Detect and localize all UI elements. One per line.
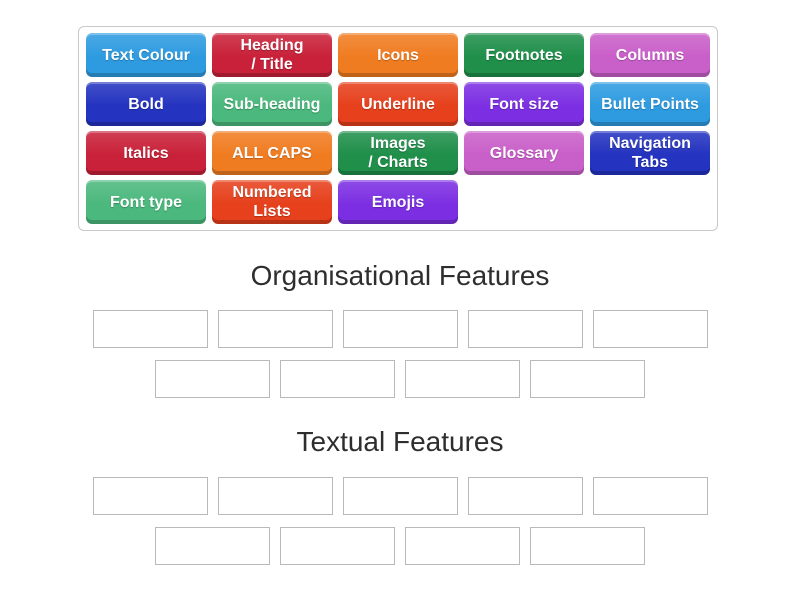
tile-heading-title[interactable]: Heading / Title: [212, 33, 332, 77]
drop-slot[interactable]: [467, 477, 583, 515]
tile-footnotes[interactable]: Footnotes: [464, 33, 584, 77]
group-title-organisational-features: Organisational Features: [250, 260, 550, 291]
drop-slot[interactable]: [405, 360, 520, 398]
tile-emojis[interactable]: Emojis: [338, 180, 458, 224]
tile-bold[interactable]: Bold: [86, 82, 206, 126]
drop-slot[interactable]: [592, 477, 708, 515]
drop-slot[interactable]: [592, 310, 708, 348]
organisational-slot-row-2: [0, 360, 800, 398]
drop-slot[interactable]: [405, 527, 520, 565]
drop-slot[interactable]: [217, 310, 333, 348]
tile-images-charts[interactable]: Images / Charts: [338, 131, 458, 175]
tile-all-caps[interactable]: ALL CAPS: [212, 131, 332, 175]
drop-slot[interactable]: [280, 360, 395, 398]
drop-slot[interactable]: [155, 360, 270, 398]
tile-numbered-lists[interactable]: Numbered Lists: [212, 180, 332, 224]
drop-slot[interactable]: [530, 360, 645, 398]
tile-columns[interactable]: Columns: [590, 33, 710, 77]
textual-slot-row-1: [0, 477, 800, 515]
drop-slot[interactable]: [280, 527, 395, 565]
tile-font-type[interactable]: Font type: [86, 180, 206, 224]
tile-glossary[interactable]: Glossary: [464, 131, 584, 175]
tile-font-size[interactable]: Font size: [464, 82, 584, 126]
drop-slot[interactable]: [467, 310, 583, 348]
tile-icons[interactable]: Icons: [338, 33, 458, 77]
textual-slot-row-2: [0, 527, 800, 565]
drop-slot[interactable]: [92, 477, 208, 515]
organisational-slot-row-1: [0, 310, 800, 348]
tile-text-colour[interactable]: Text Colour: [86, 33, 206, 77]
tile-italics[interactable]: Italics: [86, 131, 206, 175]
drop-slot[interactable]: [155, 527, 270, 565]
tile-sub-heading[interactable]: Sub-heading: [212, 82, 332, 126]
tile-underline[interactable]: Underline: [338, 82, 458, 126]
tile-navigation-tabs[interactable]: Navigation Tabs: [590, 131, 710, 175]
drop-slot[interactable]: [217, 477, 333, 515]
drop-slot[interactable]: [342, 477, 458, 515]
drop-slot[interactable]: [92, 310, 208, 348]
tile-bullet-points[interactable]: Bullet Points: [590, 82, 710, 126]
drop-slot[interactable]: [342, 310, 458, 348]
drop-slot[interactable]: [530, 527, 645, 565]
group-title-textual-features: Textual Features: [296, 426, 504, 457]
